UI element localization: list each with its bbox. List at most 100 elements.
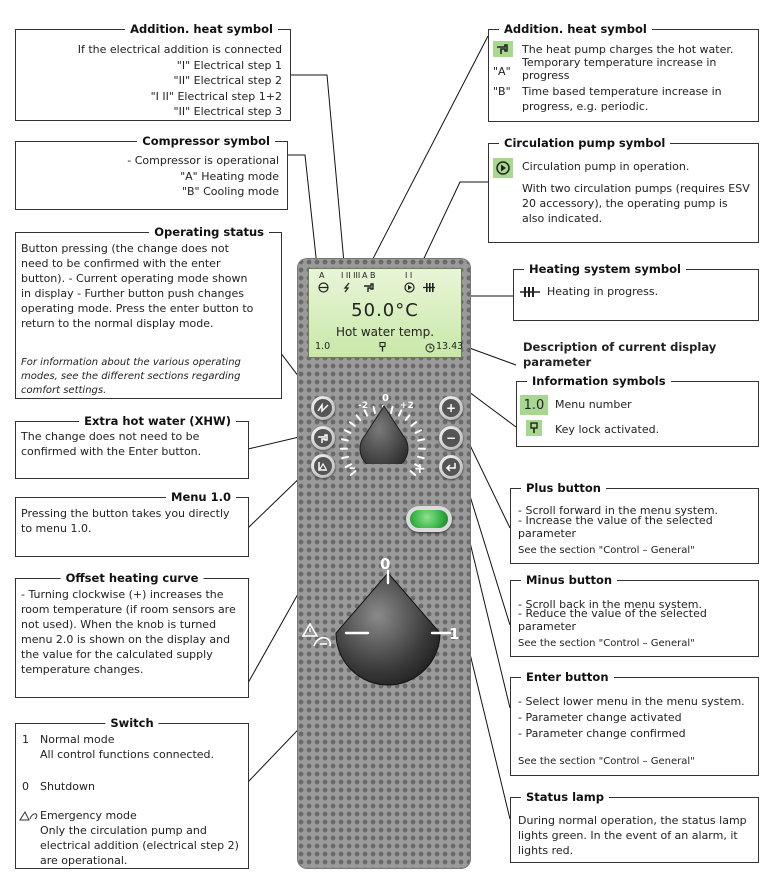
addition-heat-left-box: Addition. heat symbol If the electrical … (15, 22, 291, 121)
compressor-line: "A" Heating mode (180, 169, 279, 183)
radiator-icon (519, 284, 541, 300)
switch-one-label: 1 (449, 625, 460, 643)
info-symbols-title: Information symbols (527, 374, 671, 388)
addition-heat-right-key: "A" (493, 65, 511, 78)
compressor-title: Compressor symbol (137, 134, 275, 148)
display-key-lock-icon (379, 342, 386, 352)
addition-heat-left-line: "II" Electrical step 3 (173, 105, 282, 118)
compressor-box: Compressor symbol - Compressor is operat… (15, 134, 288, 210)
circulation-pump-title: Circulation pump symbol (499, 136, 671, 150)
enter-button-title: Enter button (521, 670, 614, 684)
heating-system-box: Heating system symbol Heating in progres… (513, 262, 759, 321)
plus-button-see: See the section "Control – General" (518, 545, 695, 556)
switch-title: Switch (105, 716, 159, 730)
switch-key-1: 1 (22, 733, 29, 746)
display-compressor-a: A (319, 271, 325, 280)
operating-status-body: Button pressing (the change does not nee… (21, 242, 254, 330)
menu-shortcut-button[interactable] (311, 454, 335, 478)
addition-heat-right-key: "B" (493, 85, 511, 98)
plus-button[interactable]: + (439, 396, 463, 420)
dial-tick (341, 455, 350, 460)
info-symbols-box: Information symbols 1.0 Menu number Key … (516, 374, 759, 447)
operating-status-box: Operating status Button pressing (the ch… (15, 225, 282, 399)
mode-switch-knob[interactable] (332, 567, 452, 699)
compressor-line: - Compressor is operational (127, 154, 279, 167)
minus-button-line: - Reduce the value of the selected param… (518, 607, 707, 633)
switch-box: Switch 1 Normal mode All control functio… (15, 716, 249, 869)
addition-heat-right-line: Time based temperature increase in progr… (522, 85, 722, 113)
dial-tick (372, 406, 376, 414)
display-temperature: 50.0°C (351, 300, 419, 321)
dial-tick (409, 470, 417, 476)
info-lock-text: Key lock activated. (555, 423, 660, 436)
dial-tick (390, 406, 394, 414)
plus-button-box: Plus button - Scroll forward in the menu… (510, 481, 759, 564)
dial-tick (397, 409, 403, 417)
display-radiator-icon (423, 283, 435, 292)
status-lamp (406, 506, 452, 532)
enter-button-box: Enter button - Select lower menu in the … (510, 670, 759, 776)
display-tap-icon (364, 283, 374, 292)
info-menu-text: Menu number (555, 398, 632, 411)
dial-tick (414, 429, 423, 434)
dial-tick (414, 463, 422, 469)
plus-button-line: - Increase the value of the selected par… (518, 514, 713, 540)
display-compressor-icon (318, 282, 329, 293)
enter-button-line: - Parameter change activated (518, 711, 682, 724)
description-label: Description of current display parameter (523, 340, 717, 369)
addition-heat-right-box: Addition. heat symbol The heat pump char… (488, 22, 759, 122)
plus-button-title: Plus button (521, 481, 606, 495)
menu-10-body: Pressing the button takes you directly t… (21, 507, 230, 535)
operating-status-title: Operating status (149, 225, 269, 239)
switch-key-0: 0 (22, 780, 29, 793)
leader-addition-right (361, 35, 489, 281)
addition-heat-right-line: Temporary temperature increase in progre… (522, 56, 717, 82)
display-parameter: Hot water temp. (335, 325, 435, 339)
addition-heat-left-line: "I II" Electrical step 1+2 (150, 89, 282, 103)
dial-tick (344, 463, 352, 469)
menu-number-badge: 1.0 (520, 395, 548, 415)
display-clock-icon (425, 343, 435, 353)
hot-water-tap-icon (493, 41, 513, 57)
dial-tick (416, 455, 425, 460)
circulation-pump-icon (493, 158, 513, 178)
addition-heat-right-line: The heat pump charges the hot water. (522, 43, 734, 56)
offset-dial-plus-label: + (414, 461, 426, 477)
minus-icon: − (442, 429, 460, 447)
circulation-pump-box: Circulation pump symbol Circulation pump… (488, 136, 759, 243)
minus-button[interactable]: − (439, 426, 463, 450)
enter-button[interactable] (439, 455, 463, 479)
display-pump-ii: I I (405, 271, 413, 280)
status-lamp-title: Status lamp (521, 790, 609, 804)
switch-desc-emergency: Only the circulation pump and electrical… (40, 824, 239, 867)
compressor-line: "B" Cooling mode (181, 185, 279, 198)
display-time: 13.43 (436, 341, 464, 352)
offset-dial-zero-label: 0 (382, 393, 389, 404)
menu-10-box: Menu 1.0 Pressing the button takes you d… (15, 490, 249, 557)
offset-curve-box: Offset heating curve - Turning clockwise… (15, 571, 249, 698)
dial-tick (348, 421, 356, 427)
offset-knob[interactable] (356, 404, 412, 464)
switch-desc-normal: All control functions connected. (40, 748, 215, 761)
minus-button-line: - Scroll back in the menu system. (518, 598, 703, 611)
display-ab: A B (362, 271, 376, 280)
dial-tick (355, 414, 362, 422)
dial-tick (404, 414, 411, 422)
dial-tick (363, 409, 369, 417)
plus-icon: + (442, 399, 460, 417)
emergency-hand-icon (19, 810, 38, 821)
leader-circulation (408, 181, 488, 291)
operating-status-note: For information about the various operat… (21, 357, 241, 396)
display-menu-number: 1.0 (315, 341, 331, 352)
leader-addition-left (280, 74, 347, 286)
extra-hot-water-box: Extra hot water (XHW) The change does no… (15, 414, 249, 479)
switch-label-emergency: Emergency mode (40, 809, 137, 822)
plus-button-line: - Scroll forward in the menu system. (518, 504, 719, 517)
operating-mode-button[interactable] (311, 396, 335, 420)
extra-hot-water-title: Extra hot water (XHW) (79, 414, 236, 428)
enter-button-see: See the section "Control – General" (518, 756, 695, 767)
circulation-pump-line1: Circulation pump in operation. (522, 160, 690, 173)
dial-tick (349, 470, 357, 476)
extra-hot-water-button[interactable] (311, 426, 335, 450)
addition-heat-left-title: Addition. heat symbol (125, 22, 278, 36)
